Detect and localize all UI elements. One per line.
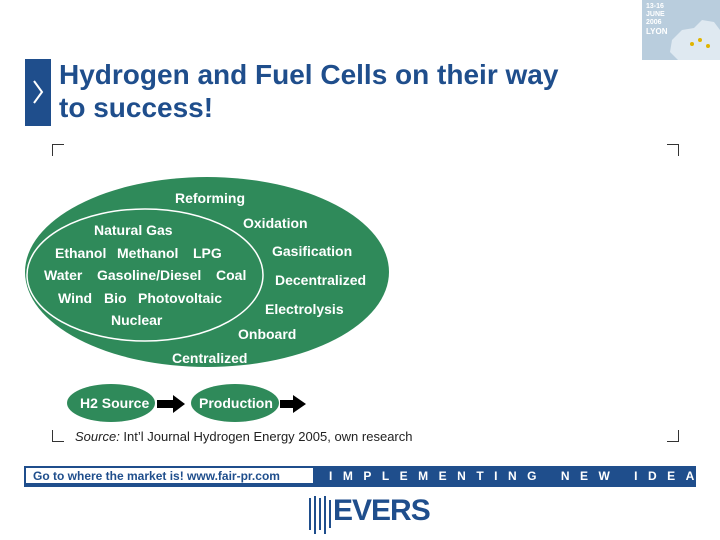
corner-mark-bottom-right — [667, 430, 679, 442]
inner-label: Coal — [216, 267, 246, 283]
outer-label: Onboard — [238, 326, 296, 342]
inner-label: Natural Gas — [94, 222, 173, 238]
legend-production-label: Production — [199, 395, 273, 411]
banner-right-text: IMPLEMENTING NEW IDEAS — [329, 469, 720, 483]
europe-map-icon — [670, 20, 720, 60]
inner-label: Ethanol — [55, 245, 106, 261]
logo-text: EVERS — [333, 494, 431, 527]
corner-mark-top-right — [667, 144, 679, 156]
corner-mark-top-left — [52, 144, 64, 156]
inner-label: Gasoline/Diesel — [97, 267, 201, 283]
event-date: 13-16 JUNE 2006 — [646, 3, 665, 26]
source-ellipse — [26, 208, 264, 342]
inner-label: Wind — [58, 290, 92, 306]
evers-logo-icon — [309, 496, 331, 534]
legend-source-label: H2 Source — [80, 395, 149, 411]
legend-production-ellipse — [191, 384, 279, 422]
title-marker — [25, 59, 51, 126]
legend-source-ellipse — [67, 384, 155, 422]
source-text: Int’l Journal Hydrogen Energy 2005, own … — [119, 429, 413, 444]
arrow-right-icon — [280, 395, 306, 413]
page-title: Hydrogen and Fuel Cells on their way to … — [59, 58, 558, 124]
banner-left-text: Go to where the market is! www.fair-pr.c… — [25, 467, 314, 484]
outer-label: Oxidation — [243, 215, 308, 231]
outer-label: Electrolysis — [265, 301, 344, 317]
title-line-1: Hydrogen and Fuel Cells on their way — [59, 59, 559, 90]
event-badge: 13-16 JUNE 2006 LYON — [642, 0, 720, 60]
outer-label: Centralized — [172, 350, 247, 366]
inner-label: Photovoltaic — [138, 290, 222, 306]
inner-label: Nuclear — [111, 312, 163, 328]
inner-label: Water — [44, 267, 83, 283]
source-note: Source: Int’l Journal Hydrogen Energy 20… — [75, 429, 412, 444]
inner-label: LPG — [193, 245, 222, 261]
source-prefix: Source: — [75, 429, 120, 444]
footer-banner: Go to where the market is! www.fair-pr.c… — [24, 466, 713, 487]
outer-label: Decentralized — [275, 272, 366, 288]
arrow-right-icon — [157, 395, 185, 413]
corner-mark-bottom-left — [52, 430, 64, 442]
event-city: LYON — [646, 27, 668, 36]
inner-label: Bio — [104, 290, 127, 306]
title-line-2: to success! — [59, 92, 214, 123]
inner-label: Methanol — [117, 245, 178, 261]
outer-label: Reforming — [175, 190, 245, 206]
outer-label: Gasification — [272, 243, 352, 259]
chevron-right-icon — [33, 80, 44, 104]
